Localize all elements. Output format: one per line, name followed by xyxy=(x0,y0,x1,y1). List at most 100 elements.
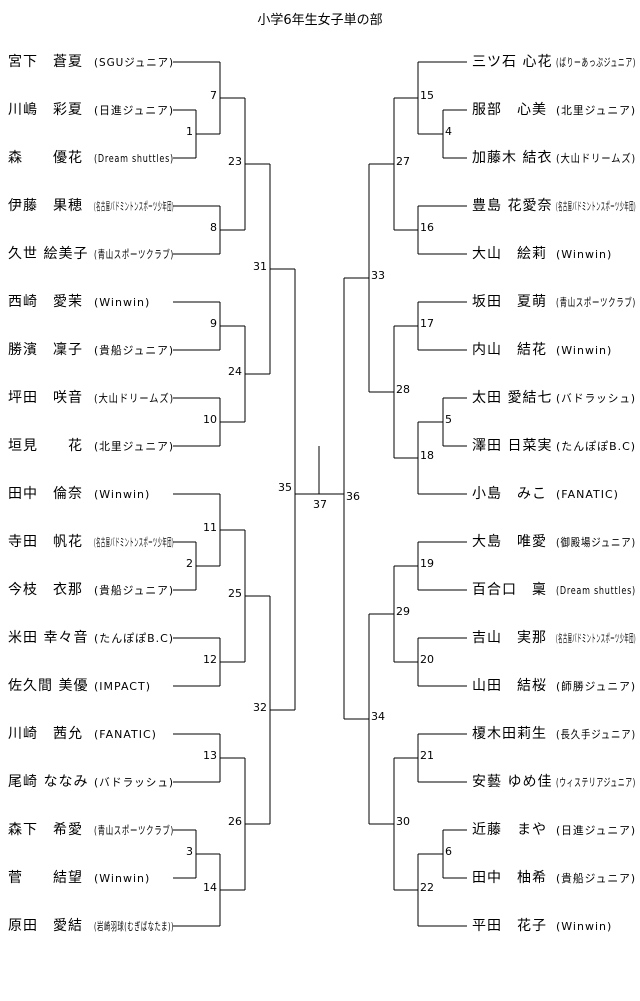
team-name: (バドラッシュ) xyxy=(94,776,175,789)
player-name: 吉山 実那 xyxy=(472,630,547,646)
team-name: (御殿場ジュニア) xyxy=(556,536,637,549)
match-number: 1 xyxy=(186,125,193,138)
match-number: 33 xyxy=(371,269,385,282)
team-name: (Winwin) xyxy=(94,488,151,501)
team-name: (名古屋バドミントンスポーツ少年団) xyxy=(556,632,636,645)
match-number: 22 xyxy=(420,881,434,894)
match-number: 14 xyxy=(203,881,217,894)
match-number: 36 xyxy=(346,489,360,503)
match-number: 9 xyxy=(210,317,217,330)
match-number: 26 xyxy=(228,815,242,828)
team-name: (ウィステリアジュニア) xyxy=(556,776,636,789)
match-number: 28 xyxy=(396,383,410,396)
player-name: 今枝 衣那 xyxy=(8,582,83,598)
player-name: 小島 みこ xyxy=(472,486,547,502)
match-number: 34 xyxy=(371,710,385,723)
player-name: 百合口 稟 xyxy=(472,582,547,598)
player-name: 内山 結花 xyxy=(472,342,547,358)
team-name: (Winwin) xyxy=(556,920,613,933)
player-name: 近藤 まや xyxy=(472,822,547,838)
player-name: 尾崎 ななみ xyxy=(8,774,89,790)
match-number: 5 xyxy=(445,413,452,426)
player-name: 服部 心美 xyxy=(472,102,547,118)
player-name: 大島 唯愛 xyxy=(472,534,547,550)
team-name: (Dream shuttles) xyxy=(556,584,636,597)
match-number: 30 xyxy=(396,815,410,828)
player-name: 勝濱 凜子 xyxy=(8,342,83,358)
player-name: 山田 結桜 xyxy=(472,678,547,694)
player-name: 坂田 夏萌 xyxy=(472,294,547,310)
team-name: (貴船ジュニア) xyxy=(94,344,175,357)
team-name: (貴船ジュニア) xyxy=(556,872,637,885)
player-name: 豊島 花愛奈 xyxy=(472,198,553,214)
player-name: 坪田 咲音 xyxy=(8,390,83,406)
team-name: (北里ジュニア) xyxy=(94,440,175,453)
team-name: (FANATIC) xyxy=(556,488,619,501)
team-name: (岩崎羽球(むぎばなたま)) xyxy=(94,920,174,933)
team-name: (名古屋バドミントンスポーツ少年団) xyxy=(94,200,174,213)
match-number: 12 xyxy=(203,653,217,666)
player-name: 川崎 茜允 xyxy=(8,726,83,742)
team-name: (北里ジュニア) xyxy=(556,104,637,117)
match-number: 2 xyxy=(186,557,193,570)
match-number: 24 xyxy=(228,365,242,378)
match-number: 25 xyxy=(228,587,242,600)
player-name: 佐久間 美優 xyxy=(8,678,89,694)
player-name: 久世 絵美子 xyxy=(8,246,89,262)
player-name: 菅 結望 xyxy=(8,870,83,886)
team-name: (青山スポーツクラブ) xyxy=(94,248,175,261)
match-number: 4 xyxy=(445,125,452,138)
match-number: 11 xyxy=(203,521,217,534)
match-number: 13 xyxy=(203,749,217,762)
player-name: 大山 絵莉 xyxy=(472,246,547,262)
team-name: (日進ジュニア) xyxy=(556,824,637,837)
team-name: (青山スポーツクラブ) xyxy=(556,296,637,309)
match-number: 18 xyxy=(420,449,434,462)
player-name: 森 優花 xyxy=(8,150,83,166)
player-name: 三ツ石 心花 xyxy=(472,54,553,70)
player-name: 伊藤 果穂 xyxy=(8,198,83,214)
team-name: (SGUジュニア) xyxy=(94,56,174,69)
page-title: 小学6年生女子単の部 xyxy=(257,13,383,28)
match-number: 8 xyxy=(210,221,217,234)
team-name: (大山ドリームズ) xyxy=(556,152,637,165)
team-name: (IMPACT) xyxy=(94,680,151,693)
player-name: 田中 倫奈 xyxy=(8,486,83,502)
match-number: 3 xyxy=(186,845,193,858)
player-name: 安藝 ゆめ佳 xyxy=(472,774,553,790)
player-name: 太田 愛結七 xyxy=(472,390,553,406)
team-name: (Winwin) xyxy=(556,344,613,357)
player-name: 加藤木 結衣 xyxy=(472,150,553,166)
team-name: (日進ジュニア) xyxy=(94,104,175,117)
team-name: (ばりーあっぷジュニア) xyxy=(556,56,636,69)
player-name: 米田 幸々音 xyxy=(8,630,89,646)
match-number: 6 xyxy=(445,845,452,858)
team-name: (Dream shuttles) xyxy=(94,152,174,165)
match-number: 31 xyxy=(253,260,267,273)
match-number: 16 xyxy=(420,221,434,234)
player-name: 垣見 花 xyxy=(8,438,83,454)
player-name: 森下 希愛 xyxy=(8,822,83,838)
match-number: 29 xyxy=(396,605,410,618)
player-name: 榎木田莉生 xyxy=(472,726,547,742)
team-name: (FANATIC) xyxy=(94,728,157,741)
player-name: 寺田 帆花 xyxy=(8,534,83,550)
match-number: 20 xyxy=(420,653,434,666)
player-name: 田中 柚希 xyxy=(472,870,547,886)
team-name: (たんぽぽB.C) xyxy=(94,632,174,645)
team-name: (名古屋バドミントンスポーツ少年団) xyxy=(556,200,636,213)
team-name: (名古屋バドミントンスポーツ少年団) xyxy=(94,536,174,549)
team-name: (Winwin) xyxy=(94,296,151,309)
team-name: (Winwin) xyxy=(94,872,151,885)
match-number: 23 xyxy=(228,155,242,168)
team-name: (たんぽぽB.C) xyxy=(556,440,636,453)
match-number: 17 xyxy=(420,317,434,330)
team-name: (バドラッシュ) xyxy=(556,392,637,405)
player-name: 宮下 蒼夏 xyxy=(8,54,83,70)
player-name: 平田 花子 xyxy=(472,918,547,934)
match-number: 15 xyxy=(420,89,434,102)
match-number: 35 xyxy=(278,480,292,494)
player-name: 西崎 愛茉 xyxy=(8,294,83,310)
match-number: 7 xyxy=(210,89,217,102)
player-name: 原田 愛結 xyxy=(8,918,83,934)
